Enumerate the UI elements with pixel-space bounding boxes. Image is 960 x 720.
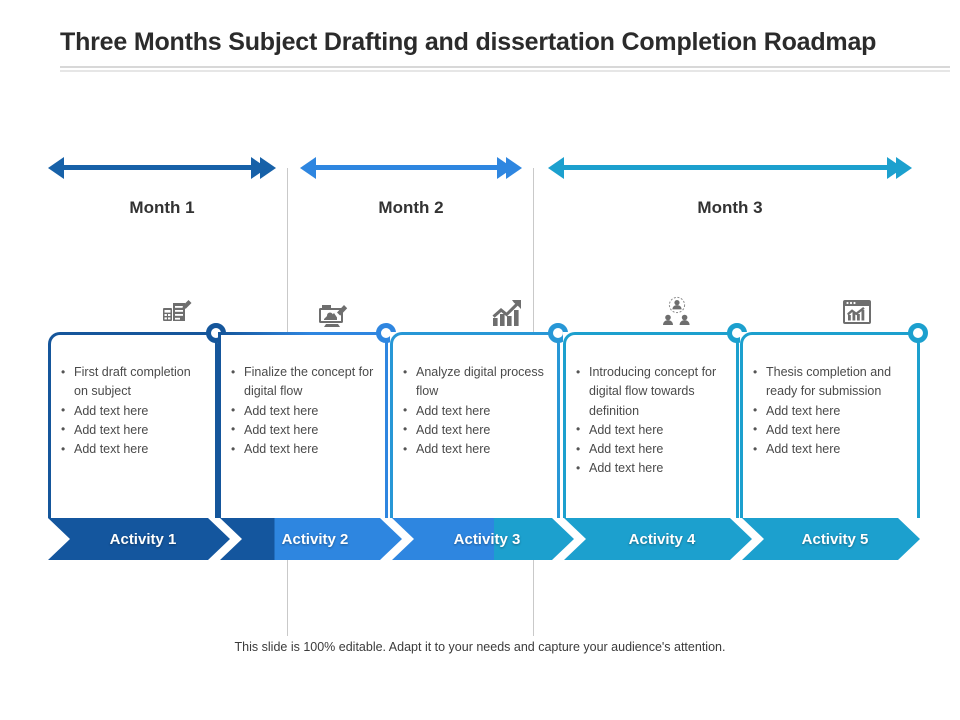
roadmap-card-3[interactable]: Analyze digital process flow Add text he… (390, 323, 568, 518)
month-block-2: Month 2 (300, 150, 522, 218)
list-item: Add text here (57, 440, 207, 460)
roadmap-card-5[interactable]: Thesis completion and ready for submissi… (740, 323, 928, 518)
card-body-5: Thesis completion and ready for submissi… (740, 323, 928, 518)
list-item: Introducing concept for digital flow tow… (572, 363, 728, 421)
roadmap-card-2[interactable]: Finalize the concept for digital flow Ad… (218, 323, 396, 518)
milestone-marker-5 (908, 323, 928, 343)
month-block-1: Month 1 (48, 150, 276, 218)
activity-label-1: Activity 1 (109, 530, 177, 548)
slide-footer-note: This slide is 100% editable. Adapt it to… (234, 640, 726, 654)
card-body-1: First draft completion on subject Add te… (48, 323, 226, 518)
activity-banner-5[interactable]: Activity 5 (742, 518, 920, 560)
month-arrow-1 (48, 150, 276, 184)
page-title: Three Months Subject Drafting and disser… (60, 28, 877, 56)
list-item: Add text here (572, 420, 728, 440)
list-item: Analyze digital process flow (399, 363, 549, 402)
list-item: Add text here (572, 440, 728, 460)
activity-label-2: Activity 2 (281, 530, 349, 548)
card-bullet-list-3: Analyze digital process flow Add text he… (399, 363, 549, 460)
activity-banner-2[interactable]: Activity 2 (220, 518, 402, 560)
list-item: Thesis completion and ready for submissi… (749, 363, 909, 402)
title-divider-bottom (60, 70, 950, 72)
list-item: Add text here (227, 440, 377, 460)
timeline-months: Month 1 Month 2 Month 3 (0, 150, 960, 240)
arrow-line (314, 165, 508, 170)
activity-label-5: Activity 5 (801, 530, 869, 548)
presentation-screen-icon (313, 298, 353, 332)
list-item: Add text here (57, 420, 207, 440)
month-label-2: Month 2 (378, 198, 444, 217)
month-arrow-3 (548, 150, 912, 184)
month-label-3: Month 3 (697, 198, 763, 217)
card-body-4: Introducing concept for digital flow tow… (563, 323, 747, 518)
card-bullet-list-2: Finalize the concept for digital flow Ad… (227, 363, 377, 460)
arrow-head-right-inner-icon (887, 157, 903, 179)
roadmap-card-1[interactable]: First draft completion on subject Add te… (48, 323, 226, 518)
arrow-line (62, 165, 262, 170)
month-label-1: Month 1 (129, 198, 195, 217)
list-item: Add text here (399, 440, 549, 460)
arrow-head-right-inner-icon (251, 157, 267, 179)
list-item: Add text here (57, 401, 207, 421)
list-item: Add text here (399, 401, 549, 421)
activity-label-3: Activity 3 (453, 530, 521, 548)
list-item: Add text here (749, 440, 909, 460)
arrow-head-left-icon (48, 157, 64, 179)
list-item: Add text here (399, 420, 549, 440)
document-edit-icon (157, 296, 197, 330)
list-item: Add text here (227, 401, 377, 421)
arrow-head-left-icon (548, 157, 564, 179)
arrow-line (562, 165, 898, 170)
arrow-head-right-inner-icon (497, 157, 513, 179)
card-bullet-list-1: First draft completion on subject Add te… (57, 363, 207, 460)
list-item: Add text here (227, 420, 377, 440)
dashboard-chart-icon (837, 296, 877, 330)
month-block-3: Month 3 (548, 150, 912, 218)
card-bullet-list-5: Thesis completion and ready for submissi… (749, 363, 909, 460)
arrow-head-left-icon (300, 157, 316, 179)
list-item: First draft completion on subject (57, 363, 207, 402)
activity-banner-1[interactable]: Activity 1 (48, 518, 230, 560)
roadmap-card-4[interactable]: Introducing concept for digital flow tow… (563, 323, 747, 518)
growth-chart-icon (487, 297, 527, 331)
card-body-3: Analyze digital process flow Add text he… (390, 323, 568, 518)
list-item: Add text here (749, 401, 909, 421)
list-item: Finalize the concept for digital flow (227, 363, 377, 402)
card-body-2: Finalize the concept for digital flow Ad… (218, 323, 396, 518)
list-item: Add text here (749, 420, 909, 440)
list-item: Add text here (572, 459, 728, 479)
activity-banner-4[interactable]: Activity 4 (564, 518, 752, 560)
month-arrow-2 (300, 150, 522, 184)
activity-label-4: Activity 4 (628, 530, 696, 548)
activity-banner-3[interactable]: Activity 3 (392, 518, 574, 560)
card-bullet-list-4: Introducing concept for digital flow tow… (572, 363, 728, 479)
team-hierarchy-icon (657, 296, 697, 330)
title-divider-top (60, 66, 950, 68)
